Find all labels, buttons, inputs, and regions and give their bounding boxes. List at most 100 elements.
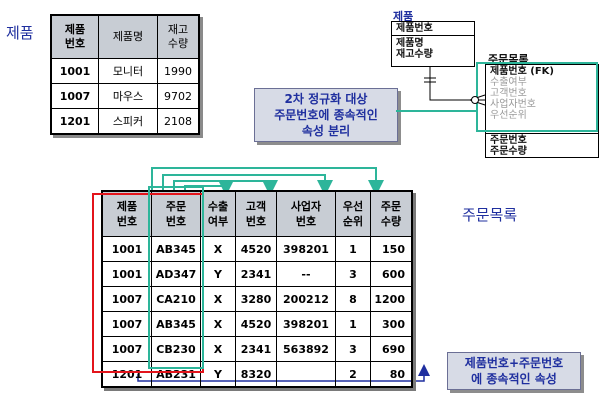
- composite-key-note: 제품번호+주문번호 에 종속적인 속성: [447, 352, 581, 390]
- order-header-text: 사업자: [290, 200, 322, 213]
- order-cell: 600: [370, 261, 413, 287]
- order-list-table-label: 주문목록: [462, 206, 518, 224]
- product-header-text: 번호: [64, 37, 86, 50]
- order-cell: 2341: [235, 261, 277, 287]
- normalization-note-line-1: 2차 정규화 대상: [284, 92, 368, 106]
- order-cell: X: [200, 336, 236, 362]
- product-header-text: 재고: [167, 23, 189, 36]
- erd-order-attr: 우선순위: [490, 110, 527, 121]
- order-header-text: 번호: [245, 215, 267, 228]
- order-header-text: 수출: [207, 200, 229, 213]
- order-cell: 300: [370, 311, 413, 337]
- normalization-note-line-3: 속성 분리: [301, 124, 351, 138]
- order-cell: 8: [335, 286, 371, 312]
- product-cell: 2108: [157, 108, 200, 135]
- composite-key-note-line-2: 에 종속적인 속성: [471, 372, 557, 386]
- erd-product-title: 제품: [393, 10, 414, 23]
- order-cell: AB345: [151, 311, 201, 337]
- order-cell: 1007: [101, 311, 152, 337]
- erd-product-key: 제품번호: [392, 22, 474, 36]
- erd-relationship-line: [424, 66, 486, 106]
- order-cell: 1001: [101, 236, 152, 262]
- product-cell: 1201: [50, 108, 99, 135]
- order-header-text: 여부: [207, 215, 229, 228]
- order-cell: --: [276, 261, 336, 287]
- order-cell: 398201: [276, 311, 336, 337]
- order-number-column-highlight: [148, 186, 204, 369]
- product-header-text: 제품명: [112, 30, 144, 43]
- order-header-text: 우선: [342, 200, 364, 213]
- order-cell: 1007: [101, 286, 152, 312]
- order-cell: 200212: [276, 286, 336, 312]
- product-cell: 모니터: [98, 58, 158, 84]
- normalization-note: 2차 정규화 대상 주문번호에 종속적인 속성 분리: [254, 88, 398, 142]
- order-cell: [276, 361, 336, 388]
- order-header-text: 제품: [116, 200, 138, 213]
- erd-product-attr: 제품명: [396, 38, 424, 49]
- order-header-text: 수량: [380, 215, 402, 228]
- product-header-text: 제품: [64, 23, 86, 36]
- order-cell: X: [200, 236, 236, 262]
- order-header-text: 번호: [295, 215, 317, 228]
- normalization-note-line-2: 주문번호에 종속적인: [274, 108, 378, 122]
- order-cell: CA210: [151, 286, 201, 312]
- order-cell: 690: [370, 336, 413, 362]
- product-cell: 1007: [50, 83, 99, 109]
- order-header-text: 번호: [165, 215, 187, 228]
- composite-key-note-line-1: 제품번호+주문번호: [464, 356, 564, 370]
- order-cell: X: [200, 311, 236, 337]
- order-cell: Y: [200, 361, 236, 388]
- order-cell: 563892: [276, 336, 336, 362]
- order-cell: CB230: [151, 336, 201, 362]
- order-cell: 1200: [370, 286, 413, 312]
- order-cell: AB231: [151, 361, 201, 388]
- order-cell: 2: [335, 361, 371, 388]
- order-cell: 1201: [101, 361, 152, 388]
- order-cell: 150: [370, 236, 413, 262]
- product-cell: 1001: [50, 58, 99, 84]
- order-header-text: 번호: [116, 215, 138, 228]
- order-cell: X: [200, 286, 236, 312]
- erd-order-attr: 사업자번호: [490, 99, 536, 110]
- product-cell: 마우스: [98, 83, 158, 109]
- order-header-text: 주문: [380, 200, 402, 213]
- erd-order-key-attr: 주문번호: [490, 135, 527, 146]
- order-header-text: 순위: [342, 215, 364, 228]
- order-cell: Y: [200, 261, 236, 287]
- erd-product-attr: 재고수량: [396, 49, 433, 60]
- erd-order-attr: 제품번호 (FK): [490, 66, 555, 77]
- order-cell: 2341: [235, 336, 277, 362]
- order-cell: 3: [335, 261, 371, 287]
- product-cell: 9702: [157, 83, 200, 109]
- order-cell: 1007: [101, 336, 152, 362]
- order-header-text: 주문: [165, 200, 187, 213]
- order-header-text: 고객: [245, 200, 267, 213]
- erd-order-key-attr: 주문수량: [490, 146, 527, 157]
- erd-order-attr: 수출여부: [490, 77, 527, 88]
- product-table-label: 제품: [6, 24, 34, 42]
- product-header-text: 수량: [167, 37, 189, 50]
- order-cell: 398201: [276, 236, 336, 262]
- erd-order-attr: 고객번호: [490, 88, 527, 99]
